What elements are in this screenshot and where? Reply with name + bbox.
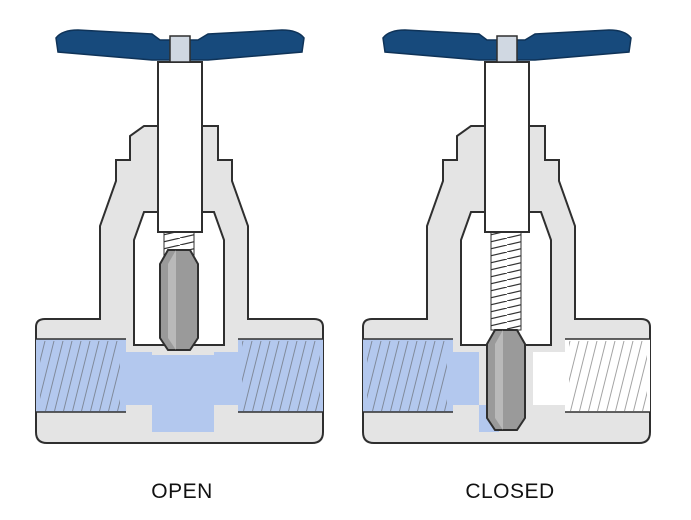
outlet-threads (569, 341, 647, 411)
handwheel-hub (169, 35, 191, 63)
valve-plug (486, 329, 526, 431)
stem-screw (490, 225, 522, 331)
closed-valve (362, 29, 651, 444)
closed-caption: CLOSED (465, 480, 555, 503)
open-caption: OPEN (151, 480, 213, 503)
valve-plug (159, 249, 199, 351)
open-valve (35, 29, 324, 444)
valve-stem (484, 61, 530, 233)
inlet-threads (40, 341, 120, 411)
inlet-threads (367, 341, 447, 411)
handwheel-hub (496, 35, 518, 63)
outlet-threads (242, 341, 320, 411)
valve-stem (157, 61, 203, 233)
